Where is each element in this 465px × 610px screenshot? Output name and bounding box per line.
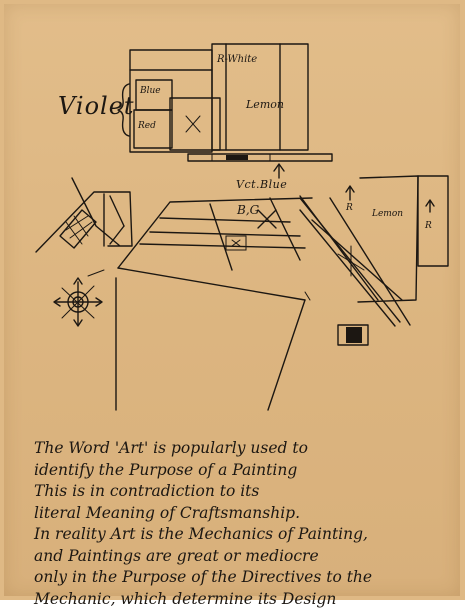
arrow-up-icon xyxy=(274,164,284,178)
r-label-right: R xyxy=(425,221,432,231)
blue-label: Blue xyxy=(140,86,161,96)
white-label: R-White xyxy=(217,54,257,65)
note-line: In reality Art is the Mechanics of Paint… xyxy=(34,524,444,546)
right-panels xyxy=(338,176,448,345)
vct-blue-label: Vct.Blue xyxy=(236,178,287,191)
note-line: This is in contradiction to its xyxy=(34,481,444,503)
handwritten-note: The Word 'Art' is popularly used to iden… xyxy=(34,438,444,610)
note-line: only in the Purpose of the Directives to… xyxy=(34,567,444,589)
bg-label: B,G xyxy=(237,203,259,217)
compass-motif-icon xyxy=(54,270,104,326)
note-line: identify the Purpose of a Painting xyxy=(34,460,444,482)
r-label-left: R xyxy=(346,203,353,213)
perspective-floor-sketch xyxy=(116,196,410,410)
lemon-label-lower: Lemon xyxy=(372,209,403,219)
trellis-frame-sketch xyxy=(36,178,132,252)
violet-label: Violet xyxy=(58,92,135,120)
note-line: and Paintings are great or mediocre xyxy=(34,546,444,568)
note-line: Mechanic, which determine its Design xyxy=(34,589,444,610)
lemon-label-upper: Lemon xyxy=(246,98,284,111)
red-label: Red xyxy=(138,121,156,131)
scale-bar xyxy=(188,154,332,161)
note-line: The Word 'Art' is popularly used to xyxy=(34,438,444,460)
note-line: literal Meaning of Craftsmanship. xyxy=(34,503,444,525)
